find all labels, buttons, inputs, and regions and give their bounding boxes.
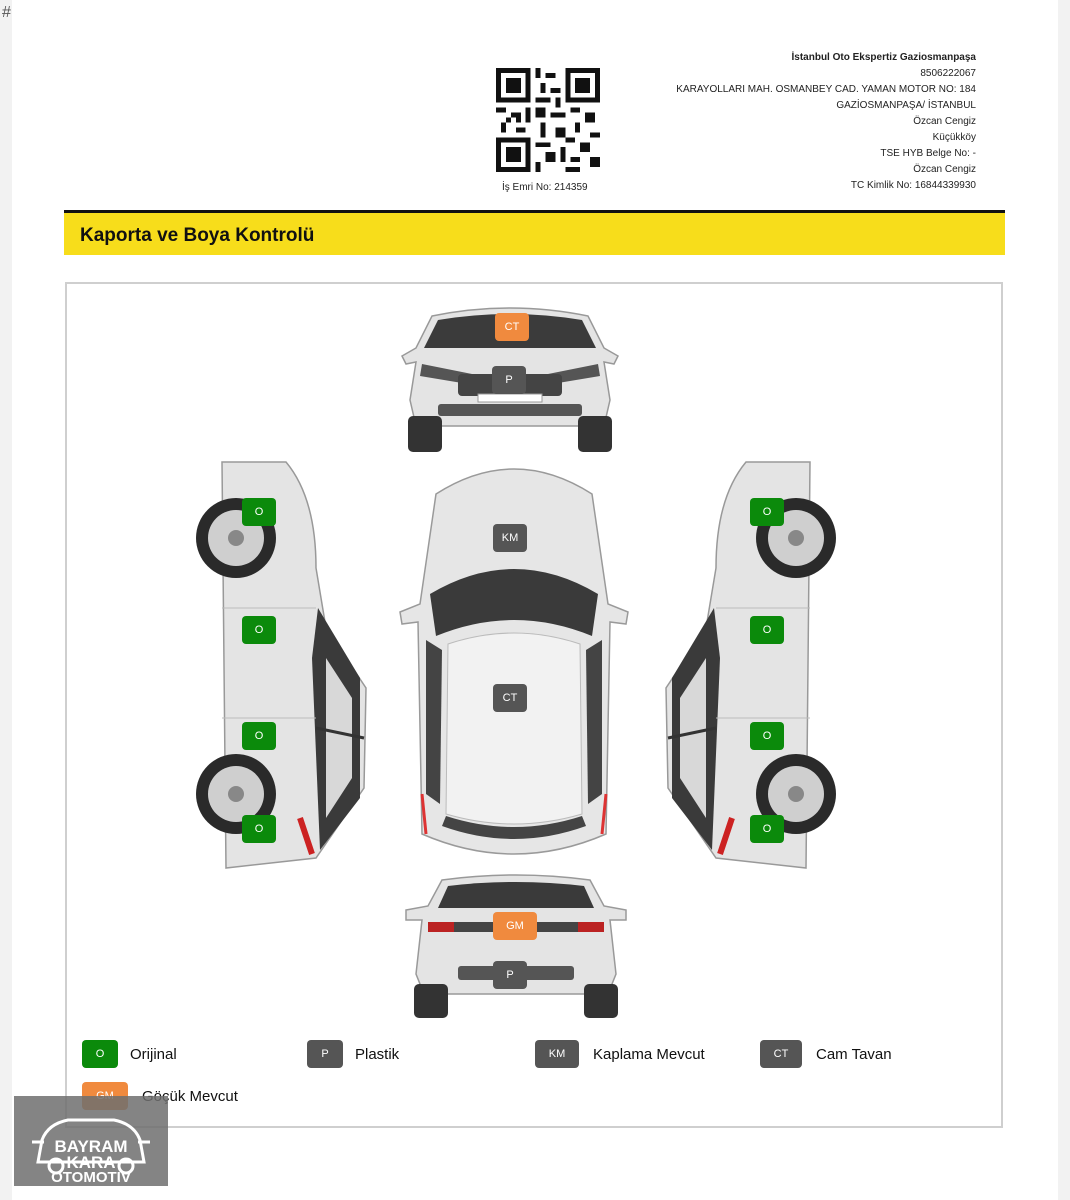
section-divider bbox=[64, 210, 1005, 213]
car-outline-icon bbox=[32, 1118, 150, 1175]
watermark-line-2: KARA bbox=[66, 1153, 116, 1172]
company-id-number: TC Kimlik No: 16844339930 bbox=[850, 180, 976, 191]
dealer-watermark: BAYRAM KARA OTOMOTIV bbox=[14, 1096, 168, 1186]
car-left-side-view bbox=[196, 461, 367, 869]
left-rear-fender-badge: O bbox=[242, 815, 276, 843]
right-front-fender-badge: O bbox=[750, 498, 784, 526]
legend-coating-label: Kaplama Mevcut bbox=[593, 1046, 705, 1063]
front-roof-badge: CT bbox=[495, 313, 529, 341]
car-right-side-view bbox=[665, 461, 836, 869]
legend-glass-roof-badge: CT bbox=[760, 1040, 802, 1068]
car-rear-view bbox=[405, 874, 627, 1018]
legend-plastic-label: Plastik bbox=[355, 1046, 400, 1063]
company-district: Küçükköy bbox=[932, 132, 976, 143]
legend-plastic-badge: P bbox=[307, 1040, 343, 1068]
work-order-number: İş Emri No: 214359 bbox=[502, 182, 588, 193]
company-certificate: TSE HYB Belge No: - bbox=[880, 148, 976, 159]
top-roof-badge: CT bbox=[493, 684, 527, 712]
company-contact: Özcan Cengiz bbox=[913, 116, 976, 127]
legend-original-badge: O bbox=[82, 1040, 118, 1068]
qr-code-icon bbox=[496, 68, 600, 172]
left-front-door-badge: O bbox=[242, 616, 276, 644]
watermark-line-1: BAYRAM bbox=[54, 1137, 128, 1156]
front-bumper-badge: P bbox=[492, 366, 526, 394]
rear-tailgate-badge: GM bbox=[493, 912, 537, 940]
company-phone: 8506222067 bbox=[920, 68, 976, 79]
right-rear-fender-badge: O bbox=[750, 815, 784, 843]
company-city: GAZİOSMANPAŞA/ İSTANBUL bbox=[836, 100, 976, 111]
company-info: İstanbul Oto Ekspertiz Gaziosmanpaşa 850… bbox=[676, 50, 976, 194]
legend-original-label: Orijinal bbox=[130, 1046, 177, 1063]
company-address: KARAYOLLARI MAH. OSMANBEY CAD. YAMAN MOT… bbox=[676, 84, 976, 95]
watermark-line-3: OTOMOTIV bbox=[51, 1169, 131, 1186]
rear-bumper-badge: P bbox=[493, 961, 527, 989]
left-rear-door-badge: O bbox=[242, 722, 276, 750]
company-name: İstanbul Oto Ekspertiz Gaziosmanpaşa bbox=[791, 52, 977, 63]
diagram-frame bbox=[65, 282, 1003, 1128]
car-top-view bbox=[399, 468, 629, 855]
top-hood-badge: KM bbox=[493, 524, 527, 552]
legend-glass-roof-label: Cam Tavan bbox=[816, 1046, 892, 1063]
company-expert: Özcan Cengiz bbox=[913, 164, 976, 175]
right-front-door-badge: O bbox=[750, 616, 784, 644]
right-rear-door-badge: O bbox=[750, 722, 784, 750]
section-banner: Kaporta ve Boya Kontrolü bbox=[64, 213, 1005, 255]
section-title: Kaporta ve Boya Kontrolü bbox=[80, 225, 315, 246]
legend-coating-badge: KM bbox=[535, 1040, 579, 1068]
left-front-fender-badge: O bbox=[242, 498, 276, 526]
car-front-view bbox=[401, 307, 619, 452]
